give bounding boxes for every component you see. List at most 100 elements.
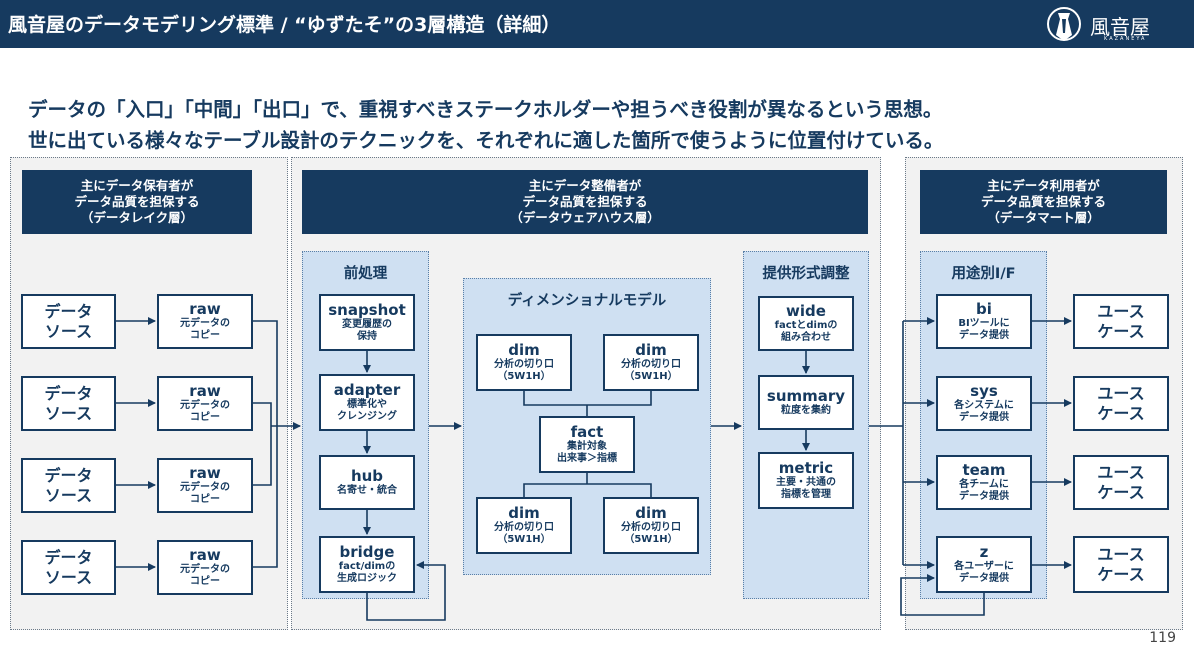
snapshot-desc: 変更履歴の — [342, 319, 392, 330]
data-lake-header-line: データ品質を担保する — [74, 194, 200, 209]
bi-box: bi BIツールに データ提供 — [936, 294, 1032, 349]
dim-desc: （5W1H） — [497, 534, 551, 545]
bridge-desc: fact/dimの — [338, 561, 396, 572]
adapter-title: adapter — [333, 381, 401, 399]
dim-desc: 分析の切り口 — [621, 359, 681, 370]
dim-box: dim 分析の切り口 （5W1H） — [476, 334, 572, 391]
bridge-box: bridge fact/dimの 生成ロジック — [319, 536, 415, 593]
fact-box: fact 集計対象 出来事＞指標 — [539, 416, 635, 473]
data-source-box: データ ソース — [21, 294, 116, 349]
data-lake-header-line: （データレイク層） — [80, 210, 194, 225]
sys-desc: 各システムに — [954, 400, 1014, 411]
data-lake-header: 主にデータ保有者が データ品質を担保する （データレイク層） — [22, 170, 252, 234]
z-title: z — [979, 543, 989, 561]
dim-desc: 分析の切り口 — [494, 359, 554, 370]
raw-desc: コピー — [190, 494, 220, 505]
wide-desc: 組み合わせ — [781, 332, 831, 343]
data-lake-header-line: 主にデータ保有者が — [80, 178, 194, 193]
wide-title: wide — [786, 302, 826, 320]
z-desc: 各ユーザーに — [954, 561, 1014, 572]
raw-title: raw — [189, 300, 221, 318]
bi-title: bi — [976, 300, 992, 318]
z-desc: データ提供 — [959, 573, 1009, 584]
data-source-label: ソース — [44, 321, 93, 341]
header-bar: 風音屋のデータモデリング標準 / “ゆずたそ”の3層構造（詳細） 風音屋 KAZ… — [0, 0, 1194, 48]
fact-desc: 出来事＞指標 — [557, 453, 617, 464]
dimensional-model-title: ディメンショナルモデル — [507, 293, 667, 309]
snapshot-title: snapshot — [328, 301, 406, 319]
logo-mark-icon — [1047, 7, 1081, 41]
team-desc: 各チームに — [959, 479, 1009, 490]
z-box: z 各ユーザーに データ提供 — [936, 536, 1032, 593]
dim-title: dim — [635, 341, 667, 359]
data-source-label: データ — [44, 465, 93, 485]
data-warehouse-header-line: データ品質を担保する — [522, 194, 648, 209]
kazaneya-logo: 風音屋 KAZANEYA — [1046, 5, 1186, 45]
use-case-box: ユース ケース — [1073, 294, 1169, 349]
use-case-label: ユース — [1097, 301, 1145, 321]
data-source-label: データ — [44, 383, 93, 403]
use-case-box: ユース ケース — [1073, 455, 1169, 510]
metric-desc: 主要・共通の — [776, 477, 836, 488]
raw-desc: コピー — [190, 412, 220, 423]
dim-box: dim 分析の切り口 （5W1H） — [603, 497, 699, 554]
raw-desc: 元データの — [180, 564, 230, 575]
team-title: team — [962, 461, 1006, 479]
data-mart-header-line: 主にデータ利用者が — [987, 178, 1100, 193]
adapter-box: adapter 標準化や クレンジング — [319, 374, 415, 431]
bi-desc: BIツールに — [958, 318, 1010, 329]
sys-title: sys — [970, 382, 998, 400]
raw-box: raw 元データの コピー — [157, 458, 253, 513]
use-case-label: ケース — [1097, 564, 1145, 584]
sys-box: sys 各システムに データ提供 — [936, 376, 1032, 431]
bridge-desc: 生成ロジック — [337, 573, 397, 584]
raw-box: raw 元データの コピー — [157, 294, 253, 349]
preprocess-title: 前処理 — [343, 266, 388, 282]
raw-title: raw — [189, 464, 221, 482]
use-case-label: ユース — [1097, 383, 1145, 403]
fact-desc: 集計対象 — [567, 441, 607, 452]
hub-box: hub 名寄せ・統合 — [319, 455, 415, 510]
dim-desc: （5W1H） — [624, 371, 678, 382]
raw-title: raw — [189, 546, 221, 564]
data-mart-header: 主にデータ利用者が データ品質を担保する （データマート層） — [920, 170, 1167, 234]
sys-desc: データ提供 — [959, 412, 1009, 423]
raw-desc: コピー — [190, 576, 220, 587]
team-desc: データ提供 — [959, 491, 1009, 502]
dim-desc: （5W1H） — [624, 534, 678, 545]
purpose-interface-title: 用途別I/F — [951, 266, 1016, 282]
dim-box: dim 分析の切り口 （5W1H） — [476, 497, 572, 554]
snapshot-box: snapshot 変更履歴の 保持 — [319, 294, 415, 351]
data-warehouse-header-line: （データウェアハウス層） — [510, 210, 660, 225]
dim-box: dim 分析の切り口 （5W1H） — [603, 334, 699, 391]
use-case-label: ユース — [1097, 462, 1145, 482]
data-source-label: ソース — [44, 567, 93, 587]
format-adjust-title: 提供形式調整 — [762, 266, 850, 282]
metric-box: metric 主要・共通の 指標を管理 — [758, 452, 854, 509]
data-mart-header-line: データ品質を担保する — [980, 194, 1106, 209]
wide-desc: factとdimの — [774, 320, 838, 331]
dim-title: dim — [508, 341, 540, 359]
wide-box: wide factとdimの 組み合わせ — [758, 296, 854, 351]
dim-desc: （5W1H） — [497, 371, 551, 382]
raw-box: raw 元データの コピー — [157, 376, 253, 431]
use-case-label: ケース — [1097, 403, 1145, 423]
snapshot-desc: 保持 — [357, 331, 377, 342]
data-warehouse-header-line: 主にデータ整備者が — [528, 178, 642, 193]
summary-desc: 粒度を集約 — [781, 405, 831, 416]
adapter-desc: 標準化や — [347, 399, 387, 410]
raw-desc: 元データの — [180, 318, 230, 329]
data-warehouse-header: 主にデータ整備者が データ品質を担保する （データウェアハウス層） — [302, 170, 868, 234]
page-title: 風音屋のデータモデリング標準 / “ゆずたそ”の3層構造（詳細） — [8, 14, 561, 36]
hub-title: hub — [350, 467, 384, 485]
dim-desc: 分析の切り口 — [494, 522, 554, 533]
raw-title: raw — [189, 382, 221, 400]
logo-text: 風音屋 — [1090, 15, 1150, 39]
metric-title: metric — [778, 459, 834, 477]
data-source-box: データ ソース — [21, 540, 116, 595]
raw-desc: 元データの — [180, 400, 230, 411]
use-case-box: ユース ケース — [1073, 536, 1169, 593]
dim-title: dim — [635, 504, 667, 522]
use-case-box: ユース ケース — [1073, 376, 1169, 431]
data-source-label: ソース — [44, 403, 93, 423]
